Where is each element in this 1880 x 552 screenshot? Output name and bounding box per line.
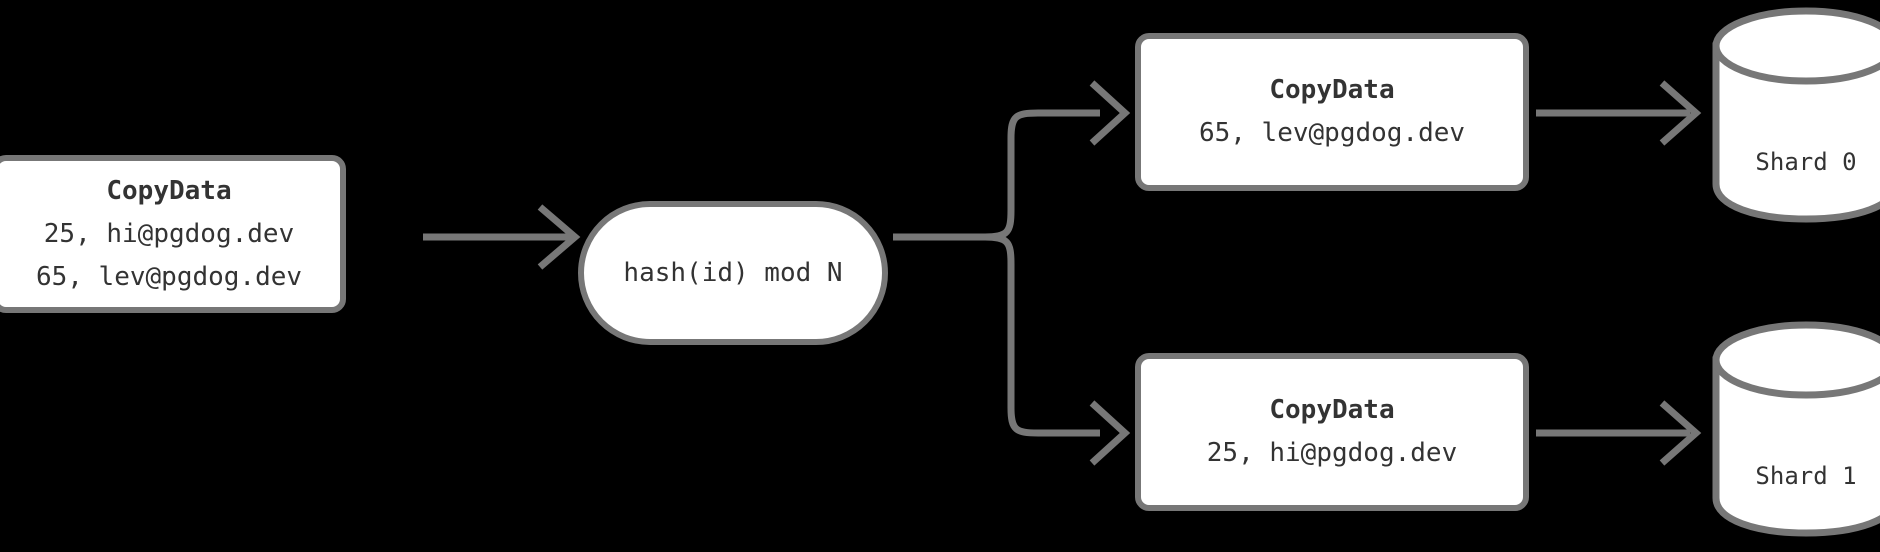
node-shard1-copydata-title: CopyData [1269, 395, 1395, 425]
node-source-copydata[interactable]: CopyData 25, hi@pgdog.dev 65, lev@pgdog.… [0, 155, 346, 313]
node-hash-function-label: hash(id) mod N [623, 257, 843, 288]
node-hash-function[interactable]: hash(id) mod N [578, 201, 888, 345]
shard1-database-shape [1712, 321, 1880, 537]
edge-branch-down-to-shard1-copydata [984, 233, 1131, 466]
node-shard0-database-label: Shard 0 [1755, 148, 1857, 176]
node-shard1-database-label: Shard 1 [1755, 462, 1857, 490]
edge-shard1-copydata-to-shard1-db [1536, 400, 1702, 466]
node-shard1-copydata-row-0: 25, hi@pgdog.dev [1206, 438, 1458, 468]
node-source-copydata-row-1: 65, lev@pgdog.dev [35, 261, 303, 292]
shard0-database-shape [1712, 7, 1880, 223]
edge-shard0-copydata-to-shard0-db [1536, 80, 1702, 146]
edge-branch-up-to-shard0-copydata [984, 80, 1131, 241]
node-source-copydata-row-0: 25, hi@pgdog.dev [43, 218, 295, 249]
node-shard0-copydata[interactable]: CopyData 65, lev@pgdog.dev [1135, 33, 1529, 191]
node-shard0-copydata-title: CopyData [1269, 75, 1395, 105]
node-shard1-copydata[interactable]: CopyData 25, hi@pgdog.dev [1135, 353, 1529, 511]
node-shard0-copydata-row-0: 65, lev@pgdog.dev [1198, 118, 1466, 148]
edge-source-to-hash [423, 204, 581, 270]
node-source-copydata-title: CopyData [106, 175, 232, 206]
